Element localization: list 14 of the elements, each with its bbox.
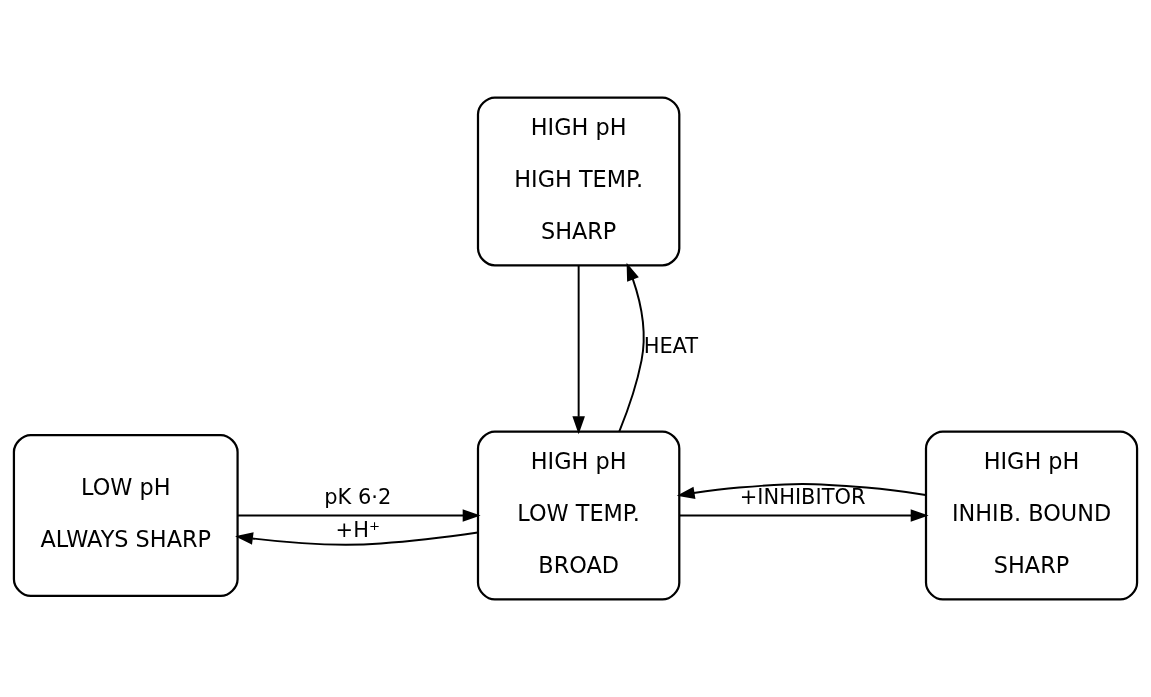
arrow xyxy=(676,483,927,500)
node-box: HIGH pH INHIB. BOUND SHARP xyxy=(924,430,1139,601)
edge-label: +INHIBITOR xyxy=(739,485,866,510)
node-box: HIGH pH LOW TEMP. BROAD xyxy=(476,430,681,601)
arrow xyxy=(235,531,479,546)
edge-label: +H⁺ xyxy=(335,517,380,542)
arrow xyxy=(618,262,645,433)
node-box: HIGH pH HIGH TEMP. SHARP xyxy=(476,96,681,267)
node-box: LOW pH ALWAYS SHARP xyxy=(12,434,239,598)
arrow xyxy=(572,264,585,435)
arrow xyxy=(678,509,929,522)
arrow xyxy=(236,509,481,522)
edge-label: pK 6·2 xyxy=(324,485,392,510)
edge-label: HEAT xyxy=(643,334,699,359)
